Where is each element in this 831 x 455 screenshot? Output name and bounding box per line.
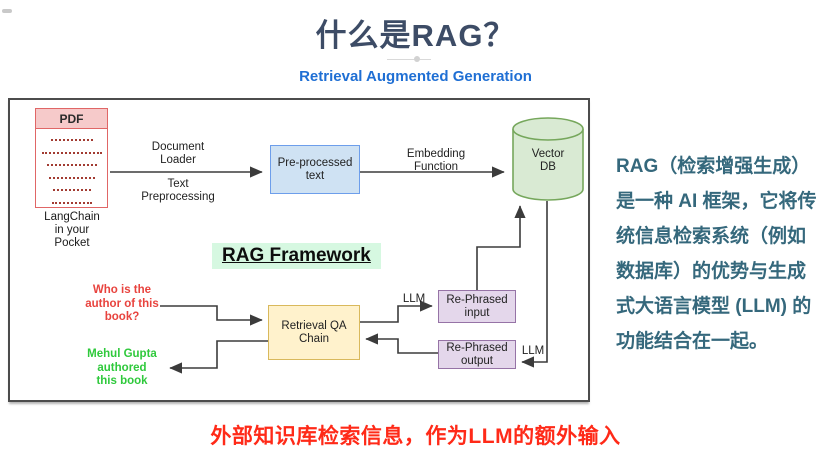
user-question-text: Who is the author of this book? (85, 284, 159, 323)
rag-explanation-text: RAG（检索增强生成） 是一种 AI 框架，它将传 统信息检索系统（例如 数据库… (616, 156, 817, 352)
label-document-loader: Document Loader (151, 141, 205, 166)
pdf-dotted-line (41, 151, 102, 154)
pdf-text-lines (36, 129, 107, 204)
pdf-dotted-line (46, 164, 97, 166)
label-embedding-function: Embedding Function (406, 148, 466, 173)
rephrased-input-node: Re-Phrased input (438, 290, 516, 323)
corner-artifact (2, 9, 12, 13)
label-llm-output: LLM (521, 345, 545, 357)
title-divider (387, 59, 431, 60)
rephrased-output-node: Re-Phrased output (438, 340, 516, 369)
title-divider-dot (414, 56, 420, 62)
page-title: 什么是RAG？ (315, 18, 516, 53)
vector-db-cylinder (512, 117, 584, 201)
pdf-dotted-line (50, 139, 93, 141)
pdf-dotted-line (51, 201, 92, 204)
preprocessed-text-node: Pre-processed text (270, 145, 360, 194)
pdf-caption: LangChain in your Pocket (44, 211, 100, 249)
model-answer-text: Mehul Gupta authored this book (87, 348, 157, 387)
retrieval-qa-chain-node: Retrieval QA Chain (268, 305, 360, 360)
vector-db-label: Vector DB (531, 148, 565, 173)
label-llm-input: LLM (402, 293, 426, 305)
pdf-document-node: PDF (35, 108, 108, 208)
pdf-dotted-line (48, 176, 95, 179)
pdf-dotted-line (52, 189, 91, 191)
pdf-label: PDF (36, 109, 107, 129)
label-text-preprocessing: Text Preprocessing (141, 178, 215, 203)
bottom-caption: 外部知识库检索信息，作为LLM的额外输入 (210, 425, 621, 448)
page-subtitle: Retrieval Augmented Generation (299, 68, 532, 85)
rag-framework-heading: RAG Framework (212, 243, 381, 269)
